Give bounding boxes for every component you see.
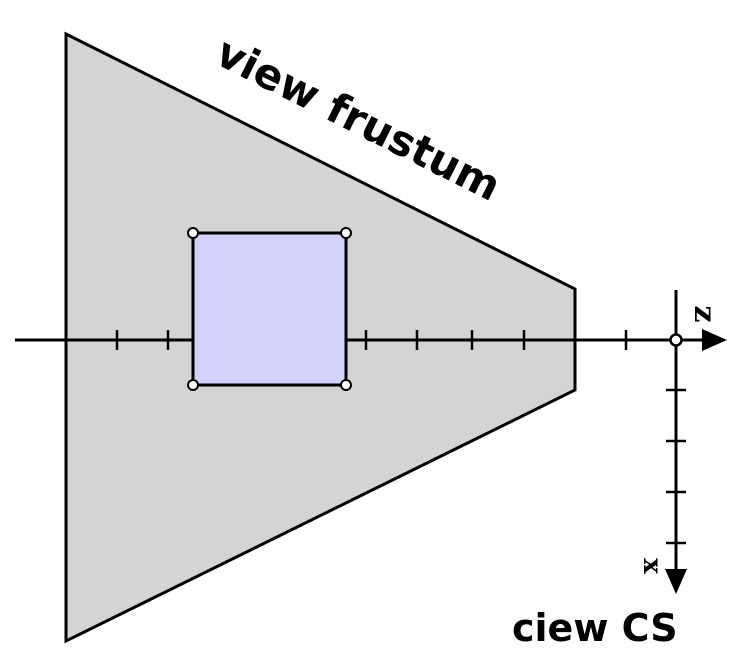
object-vertices bbox=[187, 227, 352, 391]
x-axis-ticks bbox=[666, 388, 686, 545]
origin-point bbox=[669, 333, 683, 347]
object-square bbox=[191, 231, 348, 387]
vertex-bottom-left bbox=[187, 379, 199, 391]
x-axis-label: x bbox=[637, 558, 667, 574]
vertex-top-left bbox=[187, 227, 199, 239]
vertex-bottom-right bbox=[340, 379, 352, 391]
x-axis-arrowhead bbox=[665, 569, 687, 594]
vertex-top-right bbox=[340, 227, 352, 239]
coord-system-label: ciew CS bbox=[512, 606, 678, 650]
z-axis-arrowhead bbox=[702, 329, 727, 351]
z-axis-label: z bbox=[687, 305, 722, 322]
